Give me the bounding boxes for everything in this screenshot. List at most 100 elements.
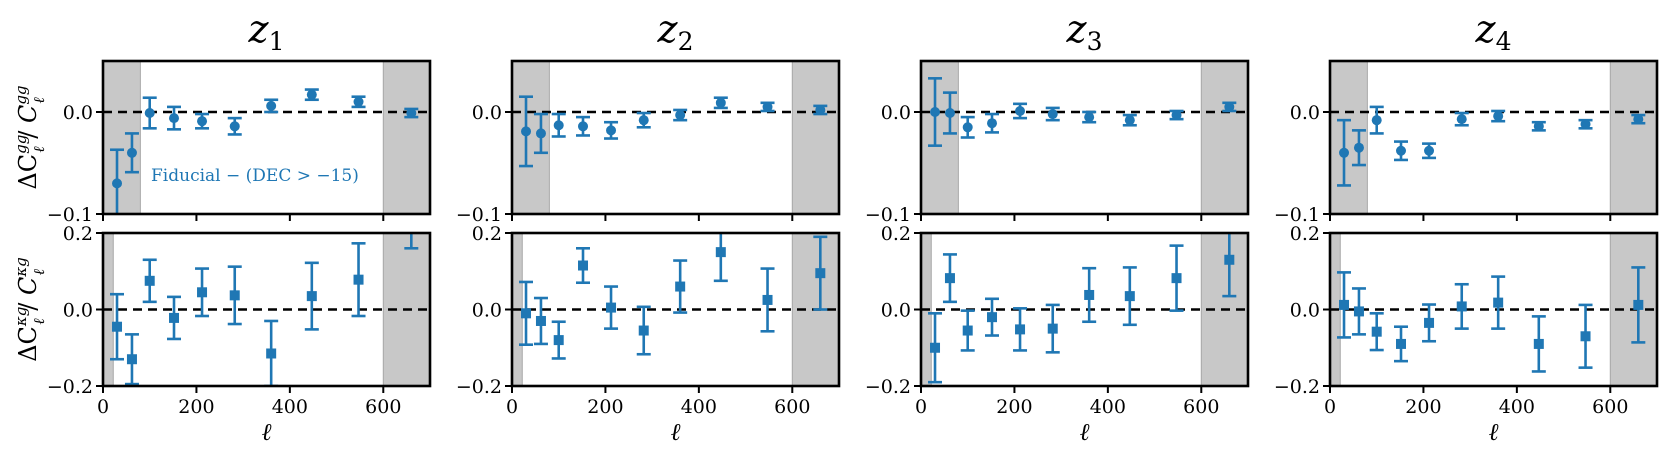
data-point: [675, 110, 686, 121]
data-point: [762, 101, 773, 112]
data-point: [1371, 326, 1382, 337]
data-point: [229, 121, 240, 132]
y-tick-label: −0.2: [456, 376, 502, 398]
x-tick-label: 200: [587, 396, 623, 418]
data-point: [578, 121, 589, 132]
data-point: [606, 125, 617, 136]
x-tick-label: 0: [506, 396, 518, 418]
data-point: [1456, 301, 1467, 312]
data-point: [1084, 289, 1095, 300]
y-tick-label: −0.2: [47, 376, 93, 398]
panel-r1-c2: −0.1 0.0: [456, 59, 841, 226]
x-tick-label: 600: [774, 396, 810, 418]
data-point: [1171, 110, 1182, 121]
data-point: [126, 354, 137, 365]
mask-region: [1609, 61, 1657, 214]
data-point: [266, 348, 277, 359]
data-point: [1353, 142, 1364, 153]
y-tick-label: 0.0: [472, 102, 502, 124]
data-point: [962, 325, 973, 336]
column-title-subscript: 4: [1496, 27, 1512, 56]
column-title-base: z: [657, 7, 679, 51]
data-point: [815, 268, 826, 279]
mask-region: [1200, 61, 1248, 214]
data-point: [1424, 317, 1435, 328]
data-point: [1456, 114, 1467, 125]
y-tick-label: −0.2: [1274, 376, 1320, 398]
data-point: [197, 116, 208, 127]
data-point: [406, 217, 416, 227]
data-point: [144, 275, 155, 286]
y-tick-label: −0.1: [1274, 204, 1320, 226]
data-point: [229, 290, 240, 301]
y-tick-label: 0.2: [63, 223, 93, 245]
data-point: [1224, 254, 1235, 265]
data-point: [1633, 114, 1644, 125]
data-point: [1396, 145, 1407, 156]
data-point: [197, 287, 208, 298]
column-title-base: z: [248, 7, 270, 51]
x-tick-label: 600: [365, 396, 401, 418]
y-tick-label: 0.0: [881, 102, 911, 124]
panel-frame: [1328, 59, 1659, 216]
data-point: [930, 107, 941, 117]
y-tick-label: −0.1: [456, 204, 502, 226]
column-title-2: z2: [657, 7, 694, 56]
data-point: [944, 108, 955, 119]
x-tick-label: 200: [996, 396, 1032, 418]
data-point: [266, 100, 277, 111]
data-point: [169, 113, 180, 124]
column-title-3: z3: [1066, 7, 1103, 56]
data-point: [578, 260, 589, 271]
x-tick-label: 400: [272, 396, 308, 418]
panel-grid: Fiducial − (DEC > −15)−0.10.0 −0.1 0.0 −0.1…: [47, 59, 1659, 446]
data-point: [987, 118, 998, 129]
data-point: [1224, 101, 1235, 112]
x-tick-label: 400: [1090, 396, 1126, 418]
panel-r1-c3: −0.10.0: [865, 59, 1250, 226]
data-point: [353, 274, 364, 285]
data-point: [306, 89, 317, 100]
data-point: [1424, 145, 1435, 156]
x-tick-label: 200: [1405, 396, 1441, 418]
data-point: [406, 108, 417, 119]
panel-r1-c1: Fiducial − (DEC > −15)−0.10.0: [47, 59, 432, 226]
x-tick-label: 600: [1592, 396, 1628, 418]
mask-region: [382, 61, 430, 214]
data-point: [306, 291, 317, 302]
data-point: [1580, 119, 1591, 130]
x-tick-label: 400: [1499, 396, 1535, 418]
data-point: [1047, 323, 1058, 334]
row-ylabel-1: ΔCggℓ / Cggℓ: [12, 85, 48, 189]
data-point: [815, 104, 826, 115]
annotation-label: Fiducial − (DEC > −15): [151, 166, 359, 186]
data-point: [126, 147, 137, 158]
x-tick-label: 0: [915, 396, 927, 418]
x-axis-label: ℓ: [671, 418, 681, 446]
column-title-1: z1: [248, 7, 285, 56]
data-point: [553, 120, 564, 131]
data-point: [535, 315, 546, 326]
x-axis-label: ℓ: [1489, 418, 1499, 446]
data-point: [353, 96, 364, 107]
x-tick-label: 0: [97, 396, 109, 418]
x-axis-label: ℓ: [1080, 418, 1090, 446]
data-point: [1580, 331, 1591, 342]
data-point: [112, 178, 123, 189]
data-point: [1124, 115, 1135, 126]
panel-frame: [510, 59, 841, 216]
y-tick-label: 0.2: [472, 223, 502, 245]
data-point: [675, 281, 686, 292]
data-point: [762, 294, 773, 305]
data-point: [715, 247, 726, 258]
data-point: [606, 302, 617, 313]
x-axis-label: ℓ: [262, 418, 272, 446]
column-title-subscript: 2: [678, 27, 694, 56]
data-point: [638, 115, 649, 126]
